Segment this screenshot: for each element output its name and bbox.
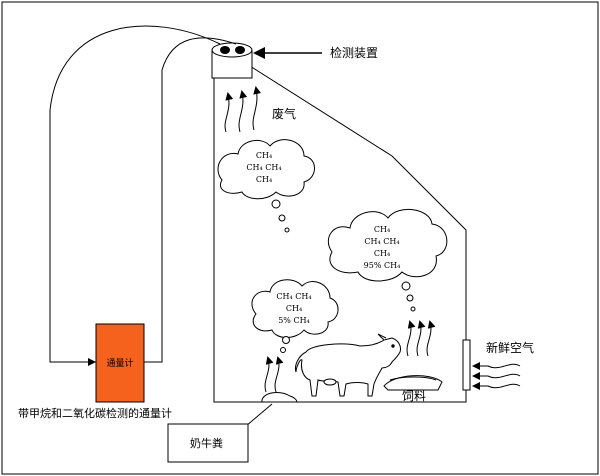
cow-ear [377,333,387,341]
detector-label: 检测装置 [330,45,378,60]
cloud-right-line-4: 95% CH₄ [364,261,401,270]
manure-emission-arrows [264,356,284,393]
feed-label: 饲料 [402,389,426,403]
manure-label-box [167,423,249,463]
cow [295,333,401,397]
cloud-right-bubble-1 [401,281,411,291]
cow-exhale-arrows [406,320,436,357]
cloud-top-line-2: CH₄ CH₄ [246,163,281,172]
exhaust-arrows [224,86,262,133]
cloud-top-bubble-1 [271,199,281,209]
cloud-top-line-3: CH₄ [256,175,272,184]
cloud-left-line-1: CH₄ CH₄ [276,292,311,301]
sample-tube-outer [49,25,221,363]
fresh-air-label: 新鲜空气 [486,340,534,355]
cloud-right-line-2: CH₄ CH₄ [364,237,399,246]
sample-tube-inner [144,37,237,363]
cloud-top-line-1: CH₄ [256,151,272,160]
cloud-left-line-2: CH₄ [286,304,302,313]
flow-meter-box [95,323,145,403]
cloud-left-line-3: 5% CH₄ [278,316,310,325]
cloud-top-bubble-2 [278,214,286,222]
cow-eye [391,344,395,348]
feed-trough [383,375,443,391]
cloud-right-bubble-2 [406,294,414,302]
manure-pile [261,392,298,403]
detector-port-left [220,46,230,54]
manure-pointer-line [245,403,273,427]
cloud-right-line-1: CH₄ [374,225,390,234]
cloud-right: CH₄ CH₄ CH₄ CH₄ 95% CH₄ [327,208,448,312]
cloud-top-bubble-3 [284,227,290,233]
exhaust-label: 废气 [272,106,296,121]
detector-device [211,42,253,79]
cow-udder [323,378,337,386]
air-inlet-vent [462,339,471,391]
cloud-right-bubble-3 [410,306,416,312]
manure-label: 奶牛粪 [190,436,223,450]
cloud-left: CH₄ CH₄ CH₄ 5% CH₄ [251,279,339,353]
flow-meter-caption: 带甲烷和二氧化碳检测的通量计 [18,406,172,420]
cloud-left-bubble-1 [282,336,290,344]
cloud-right-line-3: CH₄ [374,249,390,258]
flow-meter-label: 通量计 [106,357,133,369]
cloud-left-bubble-2 [280,347,286,353]
detector-port-right [235,46,245,54]
cloud-top: CH₄ CH₄ CH₄ CH₄ [217,139,315,233]
fresh-air-arrows [472,362,521,390]
